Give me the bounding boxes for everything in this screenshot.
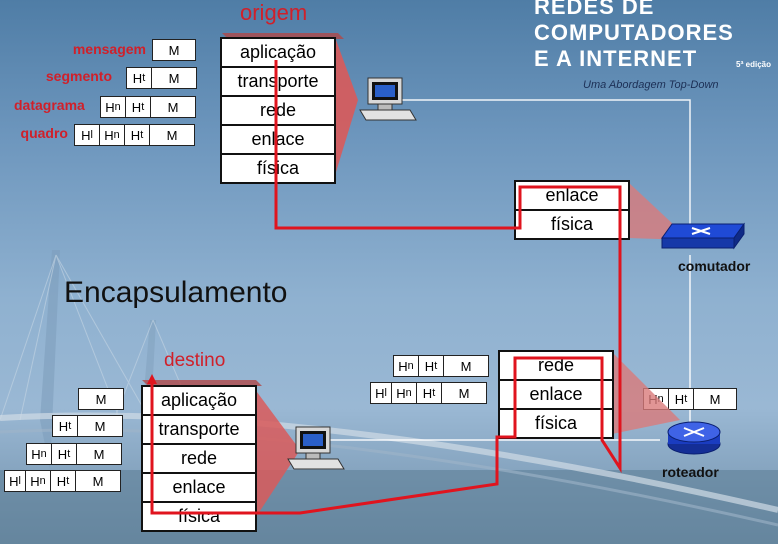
source-computer-icon <box>359 77 417 121</box>
dest-layer-physical: física <box>177 506 220 526</box>
book-edition: 5ª edição <box>736 60 771 69</box>
router-layer-link: enlace <box>500 381 612 410</box>
dest-layer-transport: transporte <box>143 416 255 445</box>
book-title-line3: E A INTERNET <box>534 46 698 71</box>
source-layer-physical: física <box>256 158 299 178</box>
dest-message-box: M <box>78 388 124 410</box>
source-layer-network: rede <box>222 97 334 126</box>
destination-label: destino <box>164 350 226 371</box>
book-title-line1: REDES DE <box>534 0 655 19</box>
switch-layer-physical: física <box>550 214 593 234</box>
source-layer-link: enlace <box>222 126 334 155</box>
switch-layer-link: enlace <box>516 182 628 211</box>
destination-computer-icon <box>287 426 345 470</box>
router-label: roteador <box>662 464 719 480</box>
router-layer-physical: física <box>534 413 577 433</box>
router-layer-network: rede <box>500 352 612 381</box>
dest-layer-link: enlace <box>143 474 255 503</box>
source-layer-transport: transporte <box>222 68 334 97</box>
label-datagrama: datagrama <box>14 97 85 113</box>
dest-layer-network: rede <box>143 445 255 474</box>
source-label: origem <box>240 0 308 25</box>
label-mensagem: mensagem <box>72 41 146 57</box>
router-icon <box>667 421 721 455</box>
source-protocol-stack: aplicação transporte rede enlace física <box>220 37 336 184</box>
router-protocol-stack: rede enlace física <box>498 350 614 439</box>
destination-protocol-stack: aplicação transporte rede enlace física <box>141 385 257 532</box>
switch-icon <box>661 222 745 250</box>
switch-protocol-stack: enlace física <box>514 180 630 240</box>
source-layer-application: aplicação <box>222 39 334 68</box>
data-path-arrow-icon <box>147 374 157 384</box>
message-box: M <box>152 39 196 61</box>
book-subtitle: Uma Abordagem Top-Down <box>583 79 719 91</box>
dest-layer-application: aplicação <box>143 387 255 416</box>
data-path-line <box>150 60 622 515</box>
label-quadro: quadro <box>20 125 68 141</box>
book-title-line2: COMPUTADORES <box>534 20 734 45</box>
label-segmento: segmento <box>45 68 112 84</box>
page-title: Encapsulamento <box>64 276 288 309</box>
switch-label: comutador <box>678 258 751 274</box>
